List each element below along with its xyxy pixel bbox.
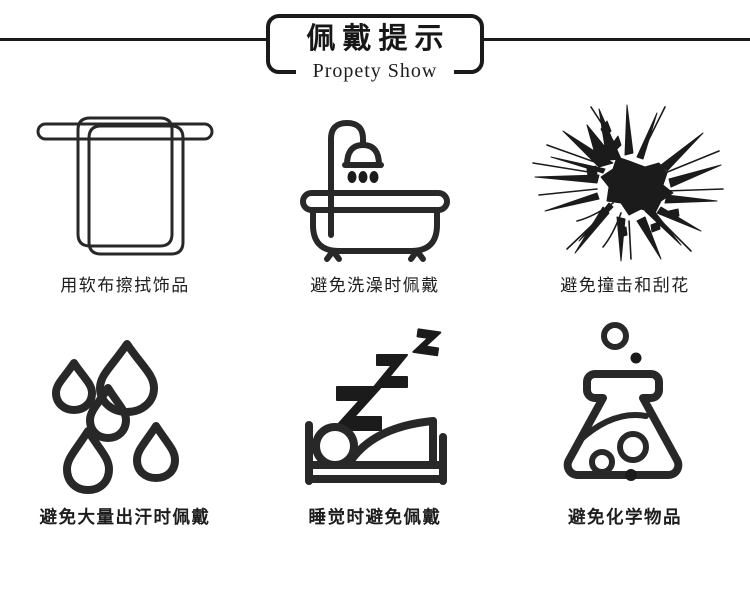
tip-caption: 用软布擦拭饰品 — [60, 276, 190, 296]
tip-card-sweat: 避免大量出汗时佩戴 — [0, 315, 250, 550]
sweat-droplets-icon — [50, 315, 200, 494]
tip-card-impact: 避免撞击和刮花 — [500, 100, 750, 315]
tip-card-towel: 用软布擦拭饰品 — [0, 100, 250, 315]
title-frame-notch — [296, 64, 454, 78]
tip-caption: 避免化学物品 — [568, 508, 682, 528]
tip-caption: 避免大量出汗时佩戴 — [39, 508, 211, 528]
tip-card-bath: 避免洗澡时佩戴 — [250, 100, 500, 315]
tip-caption: 避免撞击和刮花 — [560, 276, 690, 296]
shattered-glass-icon — [525, 100, 725, 265]
tip-card-sleep: 睡觉时避免佩戴 — [250, 315, 500, 550]
page-header: 佩戴提示 Propety Show — [0, 0, 750, 100]
chemical-flask-icon — [560, 315, 690, 490]
sleeping-bed-icon — [293, 315, 458, 490]
tip-caption: 避免洗澡时佩戴 — [310, 276, 440, 296]
towel-rack-icon — [30, 100, 220, 265]
tip-caption: 睡觉时避免佩戴 — [308, 508, 442, 528]
bathtub-shower-icon — [295, 100, 455, 265]
page-title: 佩戴提示 — [306, 21, 451, 55]
tips-grid: 用软布擦拭饰品 避免洗澡时佩戴 — [0, 100, 750, 592]
page-subtitle: Propety Show — [312, 60, 438, 82]
tip-card-chemicals: 避免化学物品 — [500, 315, 750, 550]
